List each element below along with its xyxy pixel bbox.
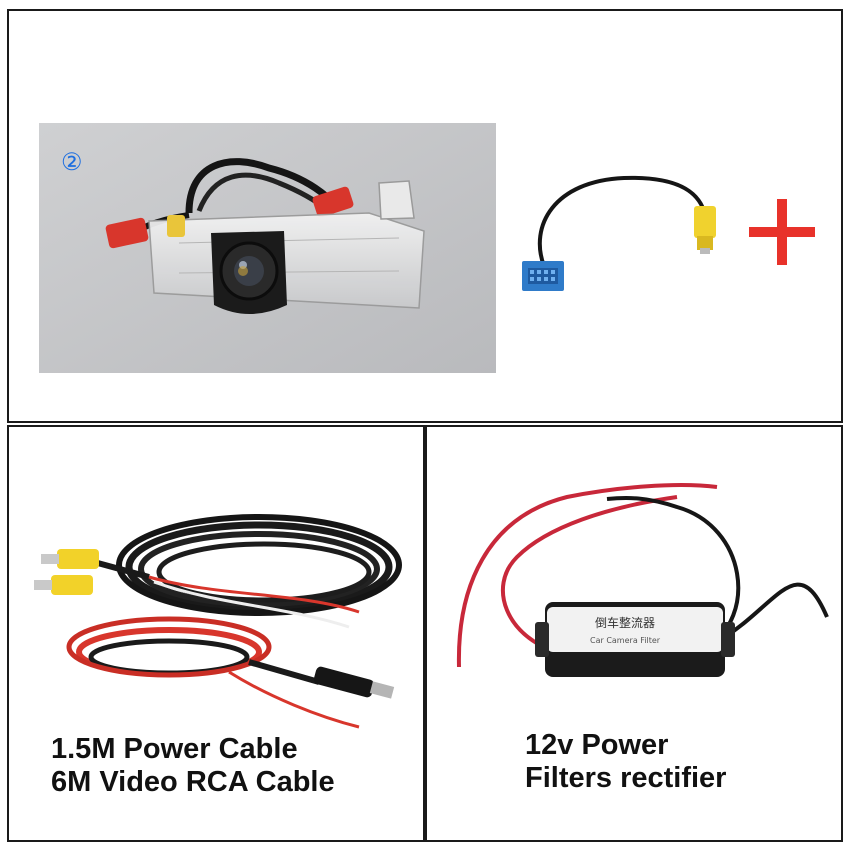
power-filter-panel: 倒车整流器 Car Camera Filter 12v Power Filter…	[425, 425, 843, 842]
filter-caption: 12v Power Filters rectifier	[525, 729, 726, 795]
filter-sublabel: Car Camera Filter	[590, 636, 661, 645]
caption-line-1: 12v Power	[525, 729, 669, 761]
power-video-cable-panel: 1.5M Power Cable 6M Video RCA Cable	[7, 425, 425, 842]
caption-line-1: 1.5M Power Cable	[51, 733, 298, 765]
camera-photo	[39, 123, 496, 373]
cable-caption: 1.5M Power Cable 6M Video RCA Cable	[51, 733, 335, 799]
top-panel: ②	[7, 9, 843, 423]
adapter-cable-photo	[522, 175, 815, 291]
item-number-marker: ②	[61, 149, 83, 176]
power-video-cable-photo	[34, 514, 402, 729]
filter-label: 倒车整流器	[595, 615, 655, 630]
caption-line-2: Filters rectifier	[525, 762, 727, 794]
power-filter-photo: 倒车整流器 Car Camera Filter	[456, 483, 829, 677]
caption-line-2: 6M Video RCA Cable	[51, 766, 335, 798]
